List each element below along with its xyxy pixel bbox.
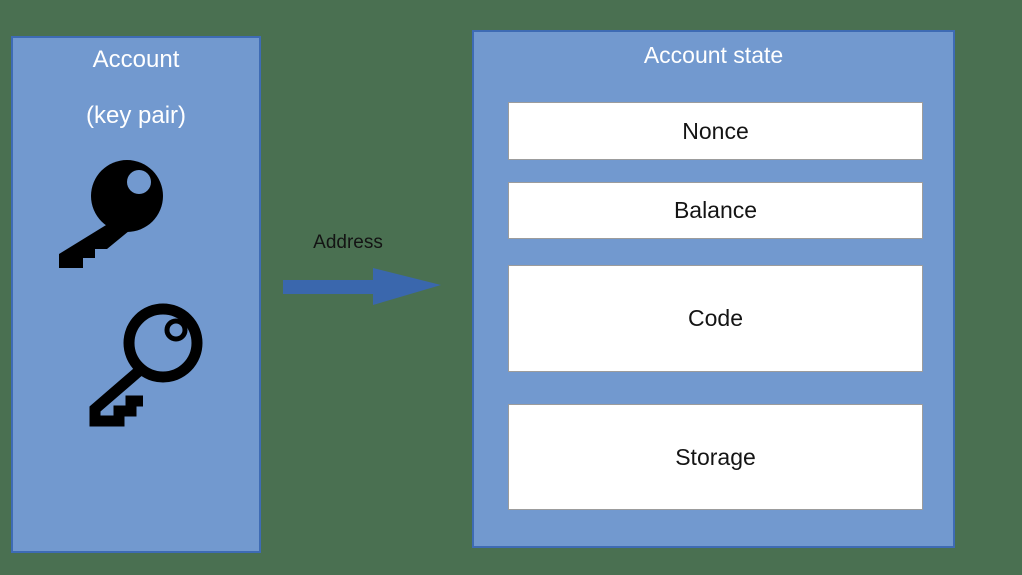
field-code-label: Code bbox=[688, 305, 743, 331]
filled-key-icon bbox=[59, 160, 163, 268]
account-state-title: Account state bbox=[643, 42, 784, 68]
field-storage: Storage bbox=[508, 404, 923, 510]
account-box: Account (key pair) bbox=[11, 36, 261, 553]
account-box-title-line1: Account bbox=[92, 46, 180, 73]
field-balance-label: Balance bbox=[673, 197, 758, 223]
field-nonce: Nonce bbox=[508, 102, 923, 160]
field-code: Code bbox=[508, 265, 923, 372]
field-balance: Balance bbox=[508, 182, 923, 239]
address-arrow-group: Address bbox=[283, 232, 443, 312]
account-box-title-line2: (key pair) bbox=[85, 102, 187, 129]
right-arrow-icon bbox=[283, 268, 441, 305]
field-storage-label: Storage bbox=[675, 443, 756, 470]
outline-key-icon bbox=[89, 303, 203, 427]
address-label: Address bbox=[313, 232, 383, 253]
account-state-box: Account state Nonce Balance Code Storage bbox=[472, 30, 955, 548]
field-nonce-label: Nonce bbox=[682, 117, 749, 144]
account-box-title: Account (key pair) bbox=[13, 38, 259, 130]
